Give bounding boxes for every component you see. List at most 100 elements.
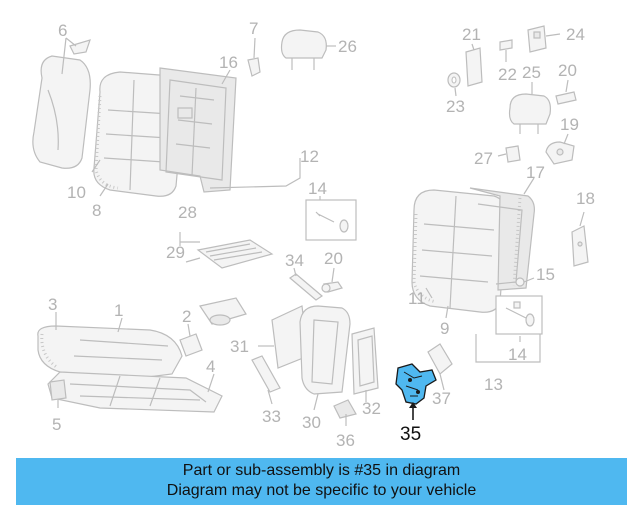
part-26-headrest [280,29,327,70]
leader-6b [65,37,77,47]
leader-18 [579,211,585,227]
lumbar-motor [199,297,247,326]
part-29-lumbar-pad [196,239,274,269]
label-36: 36 [336,431,355,450]
label-37: 37 [432,389,451,408]
leader-1 [117,317,123,333]
label-8: 8 [92,201,101,220]
label-30: 30 [302,413,321,432]
leader-20-mid [331,267,335,283]
label-29: 29 [166,243,185,262]
leader-10 [91,159,101,173]
leader-19 [563,133,569,145]
label-16: 16 [219,53,238,72]
part-34-rod [289,273,323,301]
label-13: 13 [484,375,503,394]
part-17-back-frame [469,187,535,291]
leader-37 [439,373,445,391]
part-20-pin-right [555,91,577,105]
leader-12 [209,158,301,189]
label-34: 34 [285,251,304,270]
part-19-latch [545,141,575,165]
part-30-back-panel [299,305,351,395]
part-37-bracket [427,343,453,375]
part-25-headrest [508,93,551,134]
part-6-bolster-trim [32,39,91,169]
label-20-mid: 20 [324,249,343,268]
part-23-washer [447,72,461,88]
leader-2 [187,323,191,337]
label-19: 19 [560,115,579,134]
parts-diagram: 6 7 16 26 10 8 12 14 28 29 34 20 3 1 2 4… [32,19,595,450]
label-25: 25 [522,63,541,82]
part-info-banner: Part or sub-assembly is #35 in diagram D… [16,458,627,505]
label-23: 23 [446,97,465,116]
label-26: 26 [338,37,357,56]
label-32: 32 [362,399,381,418]
part-36-clip [333,399,357,419]
leader-13 [475,334,541,363]
part-4-cushion-frame [47,371,223,413]
label-20-right: 20 [558,61,577,80]
part-18-bracket [571,225,589,267]
label-3: 3 [48,295,57,314]
label-31: 31 [230,337,249,356]
label-24: 24 [566,25,585,44]
label-2: 2 [182,307,191,326]
leader-9 [445,305,449,319]
part-21-trim [465,47,483,87]
label-4: 4 [206,357,215,376]
label-9: 9 [440,319,449,338]
part-20-pin-mid [321,281,343,293]
leader-11 [425,287,433,299]
label-28: 28 [178,203,197,222]
leader-27 [497,153,507,157]
label-22: 22 [498,65,517,84]
leader-4 [207,373,215,393]
part-27-plug [505,145,521,163]
label-35: 35 [400,424,421,445]
part-22-screw [499,39,513,51]
label-6: 6 [58,21,67,40]
leader-35-arrowhead [409,402,417,408]
part-32-panel [351,327,379,395]
part-14-bolt-b [505,301,535,327]
label-17: 17 [526,163,545,182]
part-15-clip [515,277,535,287]
part-33-trim [251,355,281,393]
label-7: 7 [249,19,258,38]
leader-7 [253,37,256,59]
leader-16 [221,69,231,85]
label-5: 5 [52,415,61,434]
part-14-bolt-a [315,211,349,233]
label-11: 11 [408,289,426,308]
leader-17 [523,177,535,195]
leader-20-right [565,79,569,93]
leader-8 [99,183,109,197]
banner-line-1: Part or sub-assembly is #35 in diagram [182,462,461,479]
part-35-hinge-bracket [395,363,437,405]
part-2-bracket [179,333,203,357]
label-14b: 14 [508,345,527,364]
leader-30 [313,393,319,411]
leader-21 [471,43,475,51]
label-1: 1 [114,301,123,320]
label-21: 21 [462,25,481,44]
label-12: 12 [300,147,319,166]
leader-34 [293,267,297,277]
part-5-clip [49,379,67,401]
leader-6a [61,37,67,75]
part-9-seatback-cover [411,189,507,313]
banner-line-2: Diagram may not be specific to your vehi… [166,482,477,499]
label-33: 33 [262,407,281,426]
leader-23 [454,87,457,97]
label-15: 15 [536,265,555,284]
part-24-button [527,25,547,53]
part-7-clip [247,57,261,77]
label-18: 18 [576,189,595,208]
leader-28 [179,232,200,246]
label-14a: 14 [308,179,327,198]
part-1-seat-cushion [37,325,183,379]
leader-24 [545,33,561,37]
label-27: 27 [474,149,493,168]
